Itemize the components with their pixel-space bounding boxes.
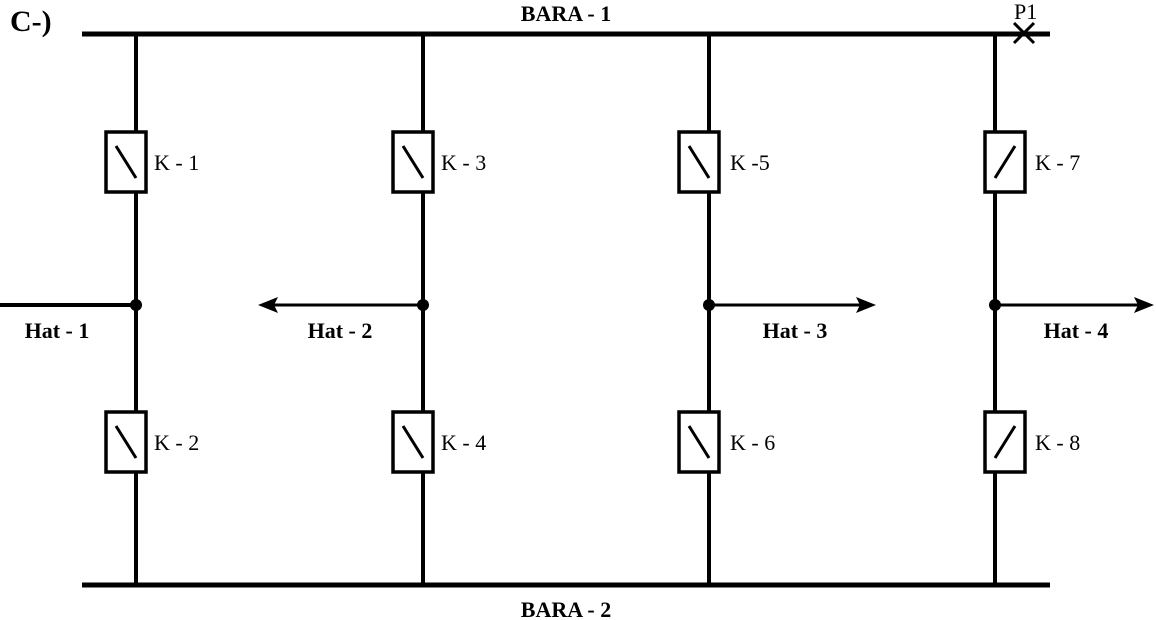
breaker-k2-label: K - 2	[154, 430, 199, 455]
arrow-left-icon	[258, 297, 278, 313]
breaker-k3-label: K - 3	[441, 150, 486, 175]
breaker-k8[interactable]	[983, 410, 1027, 474]
line-hat-4-label: Hat - 4	[1044, 318, 1109, 343]
line-hat-1-label: Hat - 1	[25, 318, 90, 343]
breaker-k1[interactable]	[104, 130, 148, 194]
bay-4: K - 7 K - 8 Hat - 4	[983, 34, 1154, 585]
breaker-k6-label: K - 6	[730, 430, 775, 455]
breaker-k7-label: K - 7	[1035, 150, 1080, 175]
bay-3: K -5 K - 6 Hat - 3	[677, 34, 876, 585]
breaker-k5-label: K -5	[730, 150, 770, 175]
breaker-k4-label: K - 4	[441, 430, 486, 455]
breaker-k5[interactable]	[677, 130, 721, 194]
bus-bar-2-label: BARA - 2	[521, 597, 611, 620]
bay-1: K - 1 K - 2 Hat - 1	[0, 34, 199, 585]
arrow-right-icon	[1134, 297, 1154, 313]
bus-bar-1-label: BARA - 1	[521, 1, 611, 26]
figure-label: C-)	[10, 5, 52, 38]
breaker-k1-label: K - 1	[154, 150, 199, 175]
fault-marker-label: P1	[1014, 0, 1037, 24]
fault-cross-icon	[1012, 21, 1036, 45]
breaker-k7[interactable]	[983, 130, 1027, 194]
breaker-k6[interactable]	[677, 410, 721, 474]
line-hat-3-label: Hat - 3	[763, 318, 828, 343]
line-hat-2-label: Hat - 2	[308, 318, 373, 343]
breaker-k2[interactable]	[104, 410, 148, 474]
breaker-k8-label: K - 8	[1035, 430, 1080, 455]
breaker-k4[interactable]	[391, 410, 435, 474]
breaker-k3[interactable]	[391, 130, 435, 194]
arrow-right-icon	[856, 297, 876, 313]
bay-2: K - 3 K - 4 Hat - 2	[258, 34, 486, 585]
